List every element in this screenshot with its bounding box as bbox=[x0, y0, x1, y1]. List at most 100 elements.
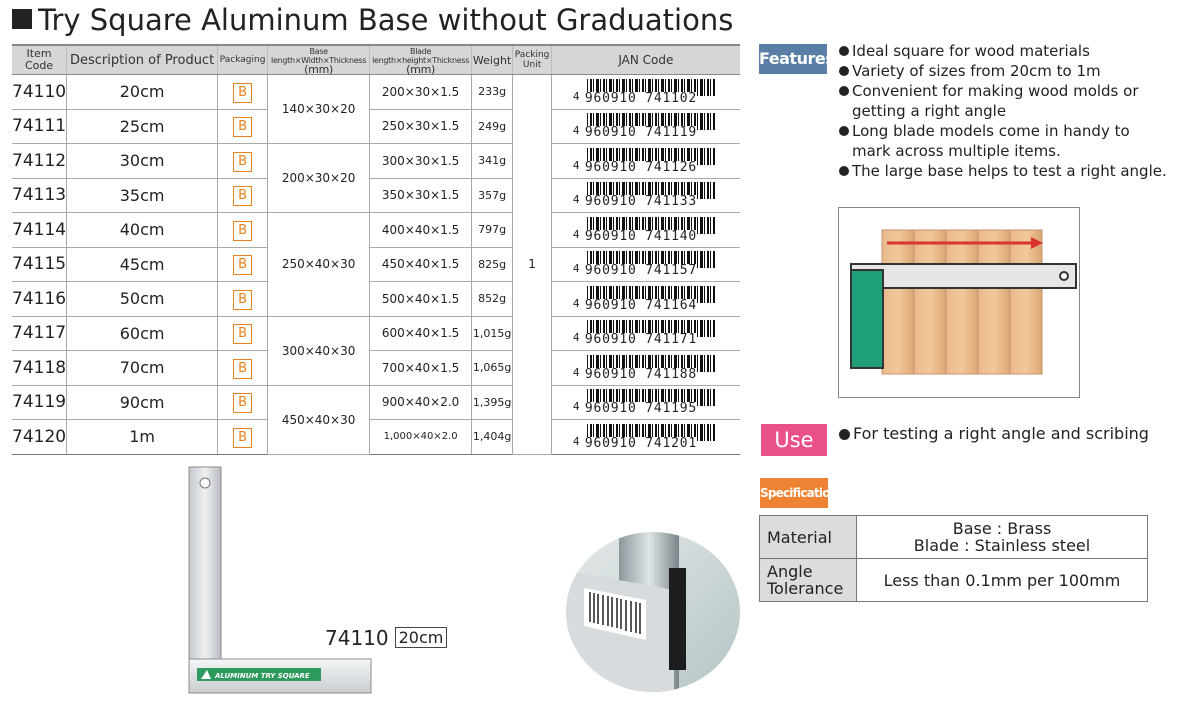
item-weight: 249g bbox=[471, 109, 513, 144]
item-description: 40cm bbox=[66, 212, 218, 248]
header-packaging: Packaging bbox=[217, 44, 268, 75]
blade-size: 250×30×1.5 bbox=[369, 109, 472, 144]
packaging-b-icon: B bbox=[233, 427, 253, 448]
barcode-bars bbox=[586, 113, 715, 131]
barcode-icon: 4 960910 741119 bbox=[571, 112, 721, 140]
jan-number: 960910 741188 bbox=[584, 366, 697, 382]
packaging-cell: B bbox=[217, 385, 268, 420]
table-header-row: Item Code Description of Product Packagi… bbox=[12, 44, 740, 75]
item-code: 74113 bbox=[12, 178, 67, 213]
blade-size: 200×30×1.5 bbox=[369, 74, 472, 110]
packaging-b-icon: B bbox=[233, 324, 253, 345]
item-weight: 357g bbox=[471, 178, 513, 213]
item-description: 60cm bbox=[66, 316, 218, 351]
jan-prefix: 4 bbox=[572, 400, 580, 414]
item-code: 74119 bbox=[12, 385, 67, 420]
barcode-bars bbox=[586, 285, 715, 303]
blade-size: 500×40×1.5 bbox=[369, 281, 472, 317]
red-arrow-icon bbox=[887, 237, 1043, 249]
item-description: 50cm bbox=[66, 281, 218, 317]
jan-number: 960910 741201 bbox=[584, 435, 697, 451]
use-text: For testing a right angle and scribing bbox=[838, 424, 1183, 444]
blade-size: 300×30×1.5 bbox=[369, 143, 472, 179]
base-end-shape bbox=[669, 568, 686, 670]
jan-number: 960910 741133 bbox=[584, 194, 697, 210]
packaging-cell: B bbox=[217, 143, 268, 179]
packaging-b-icon: B bbox=[233, 117, 253, 138]
features-list: Ideal square for wood materials Variety … bbox=[838, 41, 1168, 181]
packaging-cell: B bbox=[217, 109, 268, 144]
jan-prefix: 4 bbox=[572, 262, 580, 276]
item-code: 74114 bbox=[12, 212, 67, 248]
header-blade: Blade length×height×Thickness(mm) bbox=[369, 44, 472, 75]
base-size: 140×30×20 bbox=[267, 74, 370, 144]
packaging-b-icon: B bbox=[233, 393, 253, 414]
item-weight: 825g bbox=[471, 247, 513, 282]
item-code: 74117 bbox=[12, 316, 67, 351]
jan-prefix: 4 bbox=[572, 89, 580, 103]
blade-size: 450×40×1.5 bbox=[369, 247, 472, 282]
blade-shape bbox=[850, 263, 1077, 289]
packaging-cell: B bbox=[217, 178, 268, 213]
blade-size: 600×40×1.5 bbox=[369, 316, 472, 351]
page-title: Try Square Aluminum Base without Graduat… bbox=[12, 2, 733, 38]
blade-size: 350×30×1.5 bbox=[369, 178, 472, 213]
barcode-bars bbox=[586, 389, 715, 407]
packaging-cell: B bbox=[217, 316, 268, 351]
jan-prefix: 4 bbox=[572, 227, 580, 241]
header-jan-code: JAN Code bbox=[551, 44, 740, 75]
jan-number: 960910 741119 bbox=[584, 125, 697, 141]
feature-item: Ideal square for wood materials bbox=[838, 41, 1168, 61]
feature-item: Long blade models come in handy to mark … bbox=[838, 121, 1168, 161]
blade-size: 1,000×40×2.0 bbox=[369, 419, 472, 455]
barcode-bars bbox=[586, 147, 715, 165]
packaging-cell: B bbox=[217, 247, 268, 282]
jan-number: 960910 741164 bbox=[584, 297, 697, 313]
barcode-bars bbox=[586, 182, 715, 200]
logo-icon bbox=[201, 670, 211, 679]
item-description: 30cm bbox=[66, 143, 218, 179]
item-description: 1m bbox=[66, 419, 218, 455]
base-size: 200×30×20 bbox=[267, 143, 370, 213]
product-table: Item Code Description of Product Packagi… bbox=[12, 44, 740, 455]
packaging-b-icon: B bbox=[233, 255, 253, 276]
spec-value-angle: Less than 0.1mm per 100mm bbox=[856, 558, 1148, 602]
usage-diagram bbox=[838, 207, 1080, 398]
base-shape bbox=[850, 269, 884, 369]
item-code: 74120 bbox=[12, 419, 67, 455]
blade-size: 700×40×1.5 bbox=[369, 350, 472, 386]
jan-number: 960910 741195 bbox=[584, 401, 697, 417]
blade-size: 900×40×2.0 bbox=[369, 385, 472, 420]
jan-prefix: 4 bbox=[572, 124, 580, 138]
item-code: 74111 bbox=[12, 109, 67, 144]
jan-code: 4 960910 741157 bbox=[551, 247, 740, 282]
header-base: Base length×Width×Thickness(mm) bbox=[267, 44, 370, 75]
jan-number: 960910 741157 bbox=[584, 263, 697, 279]
barcode-icon: 4 960910 741157 bbox=[571, 250, 721, 278]
item-code: 74116 bbox=[12, 281, 67, 317]
base-size: 450×40×30 bbox=[267, 385, 370, 455]
product-label: ALUMINUM TRY SQUARE bbox=[214, 672, 310, 680]
item-weight: 1,015g bbox=[471, 316, 513, 351]
